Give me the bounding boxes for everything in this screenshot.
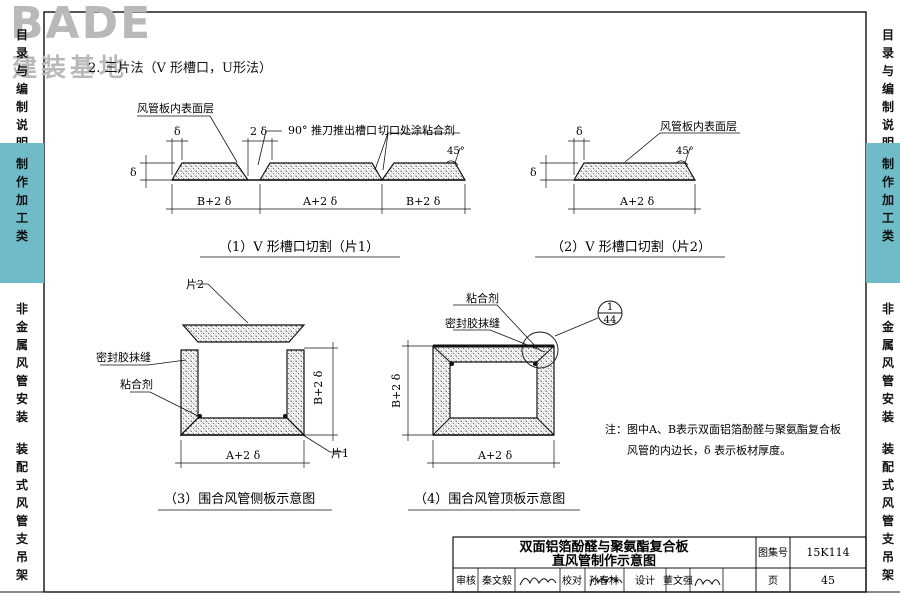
side-nav-left-item-3[interactable]: 非金属风管安装 xyxy=(15,302,28,424)
side-nav-left-item-1[interactable]: 目录与编制说明 xyxy=(15,28,28,150)
title-block-frame xyxy=(452,536,867,593)
logo-main-text: BADE xyxy=(10,0,153,49)
fig3-sealant-label: 密封胶抹缝 xyxy=(96,350,151,364)
fig1-delta-top: δ xyxy=(174,125,181,138)
logo-sub-text: 建装基地 xyxy=(12,53,129,82)
fig1-inner-face-label: 风管板内表面层 xyxy=(137,101,214,115)
fig2-inner-face-label: 风管板内表面层 xyxy=(660,119,737,133)
design-label: 设计 xyxy=(635,574,655,587)
page-number: 45 xyxy=(821,574,835,587)
check-label: 校对 xyxy=(562,574,582,587)
side-nav-right-item-3[interactable]: 非金属风管安装 xyxy=(881,302,894,424)
atlas-number: 15K114 xyxy=(806,546,849,559)
fig3-glue-label: 粘合剂 xyxy=(120,377,153,391)
piece-2 xyxy=(181,324,306,343)
fig1-2delta: 2 δ xyxy=(250,125,267,138)
fig4-sealant-label: 密封胶抹缝 xyxy=(445,316,500,330)
figure-3-side-panel-assembly xyxy=(100,283,346,511)
fig3-dim-width: A+2 δ xyxy=(225,449,261,462)
bade-logo: BADE 建装基地 xyxy=(4,2,174,92)
fig1-dim-right: B+2 δ xyxy=(406,195,441,208)
board-segment xyxy=(170,162,250,181)
fig1-dim-left: B+2 δ xyxy=(197,195,232,208)
fig1-glue-label: 切口处涂粘合剂 xyxy=(378,123,455,137)
fig3-piece1-label: 片1 xyxy=(331,447,349,460)
review-name: 秦文毅 xyxy=(482,574,512,587)
fig4-detail-top: 1 xyxy=(607,302,613,313)
fig1-cut-label: 90° 推刀推出槽口 xyxy=(288,123,377,137)
fig2-angle: 45° xyxy=(676,146,694,157)
side-nav-right-item-4[interactable]: 装配式风管支吊架 xyxy=(881,442,894,582)
note-line-1: 注：图中A、B表示双面铝箔酚醛与聚氨酯复合板 xyxy=(605,422,841,436)
fig4-caption: （4）围合风管顶板示意图 xyxy=(414,491,565,507)
figure-2-v-groove-piece2 xyxy=(535,132,740,258)
title-line-2: 直风管制作示意图 xyxy=(552,553,656,569)
note-line-2: 风管的内边长，δ 表示板材厚度。 xyxy=(627,443,791,457)
design-name: 董文强 xyxy=(663,574,693,587)
detail-callout-circle xyxy=(521,331,559,369)
signature-designer xyxy=(694,578,721,587)
signature-checker xyxy=(589,576,623,587)
fig1-angle: 45° xyxy=(447,146,465,157)
board-segment xyxy=(380,162,467,181)
check-name: 孙春林 xyxy=(589,574,619,587)
fig4-dim-height: B+2 δ xyxy=(390,373,403,408)
signature-reviewer xyxy=(519,577,557,586)
figure-1-v-groove-piece1 xyxy=(137,115,471,258)
title-line-1: 双面铝箔酚醛与聚氨酯复合板 xyxy=(519,539,689,555)
fig2-delta-top: δ xyxy=(576,125,583,138)
fig3-piece2-label: 片2 xyxy=(186,278,204,291)
fig3-caption: （3）围合风管侧板示意图 xyxy=(164,491,315,507)
side-nav-left-item-2[interactable]: 制作加工类 xyxy=(0,143,44,283)
fig4-dim-width: A+2 δ xyxy=(477,449,513,462)
side-nav-right-item-2[interactable]: 制作加工类 xyxy=(866,143,900,283)
fig1-delta-left: δ xyxy=(130,166,137,179)
review-label: 审核 xyxy=(456,574,476,587)
board-segment xyxy=(572,162,697,181)
fig2-delta-left: δ xyxy=(530,166,537,179)
fig3-dim-height: B+2 δ xyxy=(312,370,325,405)
side-nav-right-item-1[interactable]: 目录与编制说明 xyxy=(881,28,894,150)
fig2-caption: （2）V 形槽口切割（片2） xyxy=(551,239,711,255)
section-title: 2. 三片法（V 形槽口，U形法） xyxy=(88,61,273,76)
board-segment xyxy=(258,162,384,181)
fig2-dim-bottom: A+2 δ xyxy=(619,195,655,208)
figure-4-top-panel-assembly xyxy=(402,300,623,511)
fig4-detail-bottom: 44 xyxy=(604,315,617,326)
page-label: 页 xyxy=(768,575,778,587)
fig4-glue-label: 粘合剂 xyxy=(466,291,499,305)
side-nav-left-item-4[interactable]: 装配式风管支吊架 xyxy=(15,442,28,582)
fig1-dim-mid: A+2 δ xyxy=(302,195,338,208)
fig1-caption: （1）V 形槽口切割（片1） xyxy=(219,239,379,255)
atlas-label: 图集号 xyxy=(758,546,788,559)
